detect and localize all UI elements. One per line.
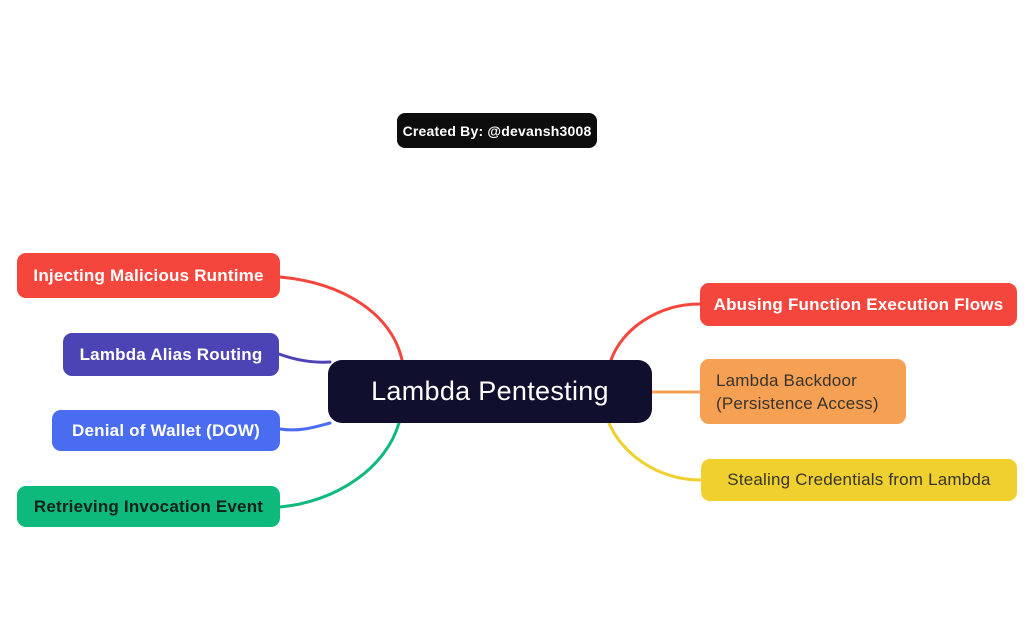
- root-node-lambda-pentesting[interactable]: Lambda Pentesting: [328, 360, 652, 423]
- connector-retrieving-invocation-event: [278, 421, 401, 509]
- created-by-badge[interactable]: Created By: @devansh3008: [397, 113, 597, 148]
- connector-stealing-credentials: [607, 421, 703, 482]
- connector-denial-of-wallet: [278, 421, 332, 432]
- connector-injecting-malicious-runtime: [278, 275, 404, 362]
- connector-abusing-function-execution-flows: [609, 302, 702, 362]
- branch-node-injecting-malicious-runtime[interactable]: Injecting Malicious Runtime: [17, 253, 280, 298]
- branch-node-lambda-alias-routing[interactable]: Lambda Alias Routing: [63, 333, 279, 376]
- branch-node-abusing-function-execution-flows[interactable]: Abusing Function Execution Flows: [700, 283, 1017, 326]
- branch-node-retrieving-invocation-event[interactable]: Retrieving Invocation Event: [17, 486, 280, 527]
- branch-node-lambda-backdoor[interactable]: Lambda Backdoor (Persistence Access): [700, 359, 906, 424]
- branch-node-stealing-credentials[interactable]: Stealing Credentials from Lambda: [701, 459, 1017, 501]
- connector-lambda-alias-routing: [277, 352, 332, 364]
- branch-node-denial-of-wallet[interactable]: Denial of Wallet (DOW): [52, 410, 280, 451]
